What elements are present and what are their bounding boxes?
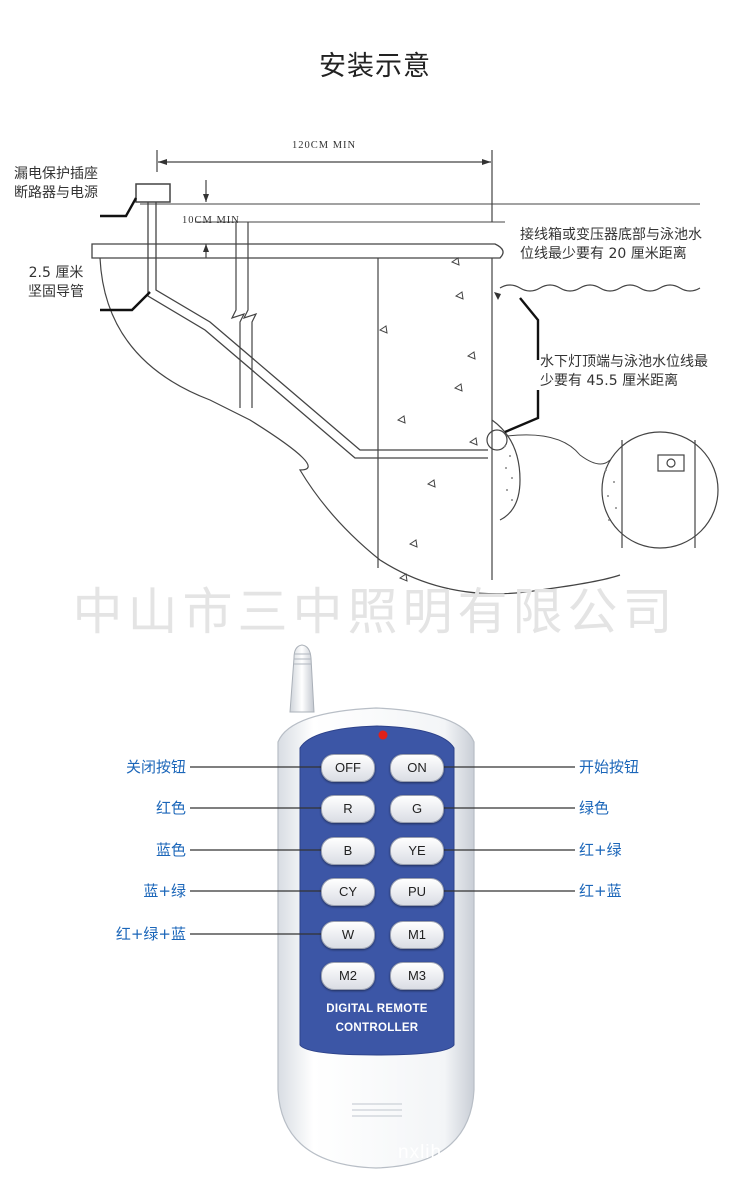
installation-diagram bbox=[91, 150, 719, 595]
remote-button-b[interactable]: B bbox=[321, 837, 375, 865]
label-light-top: 水下灯顶端与泳池水位线最 少要有 45.5 厘米距离 bbox=[540, 354, 708, 389]
watermark-site: nxlih bbox=[398, 1142, 443, 1163]
label-red: 红色 bbox=[155, 799, 186, 817]
led-indicator bbox=[378, 730, 388, 740]
label-junction-box: 接线箱或变压器底部与泳池水 位线最少要有 20 厘米距离 bbox=[520, 227, 702, 262]
remote-button-cy[interactable]: CY bbox=[321, 878, 375, 906]
dimension-10cm: 10CM MIN bbox=[182, 215, 240, 226]
label-red-green-blue: 红+绿+蓝 bbox=[115, 925, 186, 943]
remote-button-m1[interactable]: M1 bbox=[390, 921, 444, 949]
label-red-green: 红+绿 bbox=[579, 841, 622, 859]
remote-button-off[interactable]: OFF bbox=[321, 754, 375, 782]
remote-button-w[interactable]: W bbox=[321, 921, 375, 949]
label-blue-green: 蓝+绿 bbox=[143, 882, 186, 900]
label-blue: 蓝色 bbox=[155, 841, 186, 859]
label-green: 绿色 bbox=[579, 799, 610, 817]
remote-button-on[interactable]: ON bbox=[390, 754, 444, 782]
remote-brand-line2: CONTROLLER bbox=[335, 1022, 419, 1034]
page-title: 安装示意 bbox=[319, 51, 431, 82]
label-on: 开始按钮 bbox=[579, 758, 640, 776]
remote-button-m2[interactable]: M2 bbox=[321, 962, 375, 990]
label-off: 关闭按钮 bbox=[125, 758, 186, 776]
remote-button-g[interactable]: G bbox=[390, 795, 444, 823]
remote-button-ye[interactable]: YE bbox=[390, 837, 444, 865]
watermark: 中山市三中照明有限公司 bbox=[72, 583, 678, 641]
remote-brand-line1: DIGITAL REMOTE bbox=[326, 1003, 428, 1015]
label-conduit: 2.5 厘米 坚固导管 bbox=[28, 265, 84, 300]
remote-button-r[interactable]: R bbox=[321, 795, 375, 823]
label-socket: 漏电保护插座 断路器与电源 bbox=[14, 166, 98, 201]
dimension-120cm: 120CM MIN bbox=[292, 140, 357, 151]
label-red-blue: 红+蓝 bbox=[579, 882, 622, 900]
remote-button-pu[interactable]: PU bbox=[390, 878, 444, 906]
remote-button-m3[interactable]: M3 bbox=[390, 962, 444, 990]
